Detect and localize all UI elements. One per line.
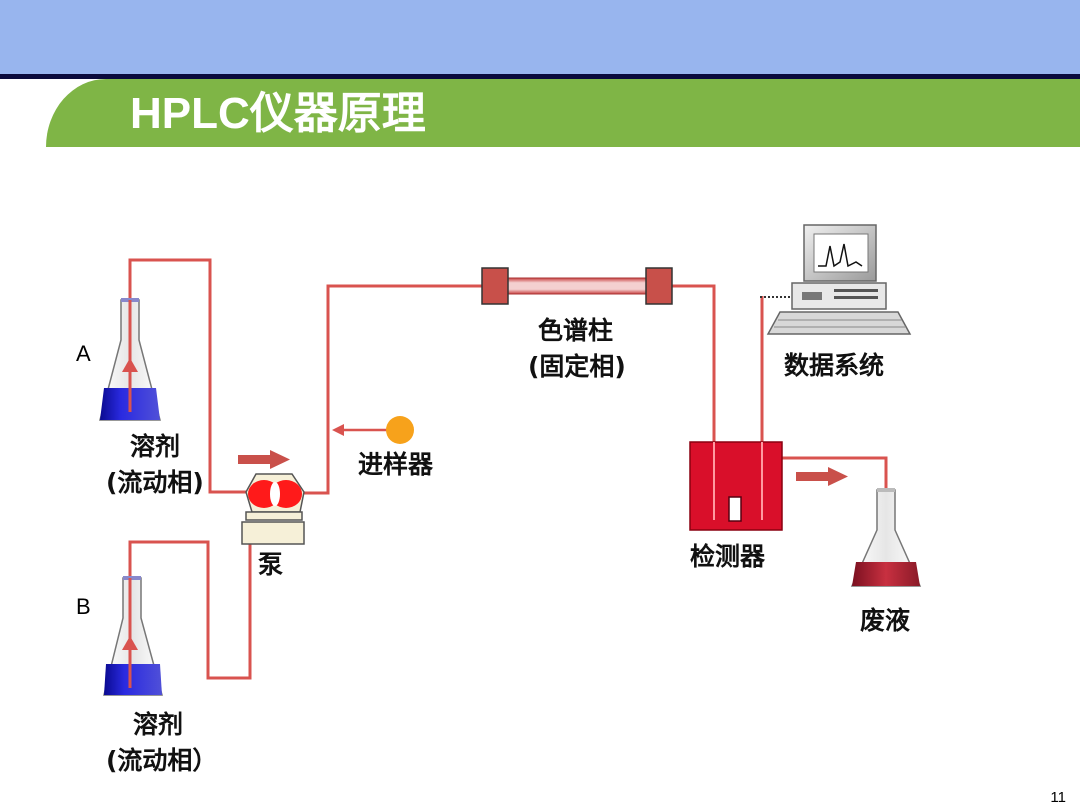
tube-pump-to-column bbox=[300, 284, 482, 495]
solvent-a-label: 溶剂 bbox=[130, 432, 181, 461]
column-label: 色谱柱 bbox=[538, 316, 614, 345]
solvent-a-sublabel: (流动相) bbox=[106, 468, 204, 497]
tube-b-to-pump bbox=[128, 525, 252, 680]
injector-label: 进样器 bbox=[358, 450, 434, 479]
detector bbox=[689, 441, 783, 531]
chromatogram-icon bbox=[818, 243, 863, 268]
tube-detector-to-waste bbox=[780, 456, 888, 492]
solvent-bottle-b bbox=[103, 576, 163, 696]
flow-arrow-right-icon bbox=[238, 450, 290, 469]
bottle-a-letter: A bbox=[76, 341, 91, 366]
slide-title: HPLC仪器原理 bbox=[130, 89, 426, 138]
column-sublabel: (固定相) bbox=[528, 352, 626, 381]
detector-label: 检测器 bbox=[690, 542, 766, 571]
pump-label: 泵 bbox=[258, 550, 284, 579]
header-band bbox=[0, 0, 1080, 74]
data-system-label: 数据系统 bbox=[784, 351, 885, 380]
solvent-b-sublabel: (流动相） bbox=[106, 746, 218, 775]
bottle-b-letter: B bbox=[76, 594, 91, 619]
arrow-left-icon bbox=[332, 424, 344, 436]
waste-flask bbox=[850, 488, 922, 587]
page-number: 11 bbox=[1050, 789, 1066, 806]
header-rule bbox=[0, 74, 1080, 79]
waste-label: 废液 bbox=[860, 606, 911, 635]
solvent-b-label: 溶剂 bbox=[133, 710, 184, 739]
data-system-computer bbox=[760, 224, 912, 335]
flow-arrow-up-icon bbox=[122, 636, 138, 650]
tube-column-to-detector bbox=[670, 284, 716, 442]
flow-arrow-up-icon bbox=[122, 358, 138, 372]
tubing bbox=[128, 258, 888, 680]
flow-arrow-right-icon bbox=[796, 467, 848, 486]
injector bbox=[332, 416, 414, 444]
tube-a-to-pump bbox=[128, 258, 248, 494]
title-band bbox=[46, 79, 1080, 147]
pump bbox=[241, 473, 305, 545]
solvent-bottle-a bbox=[99, 298, 161, 421]
chromatography-column bbox=[481, 267, 673, 305]
